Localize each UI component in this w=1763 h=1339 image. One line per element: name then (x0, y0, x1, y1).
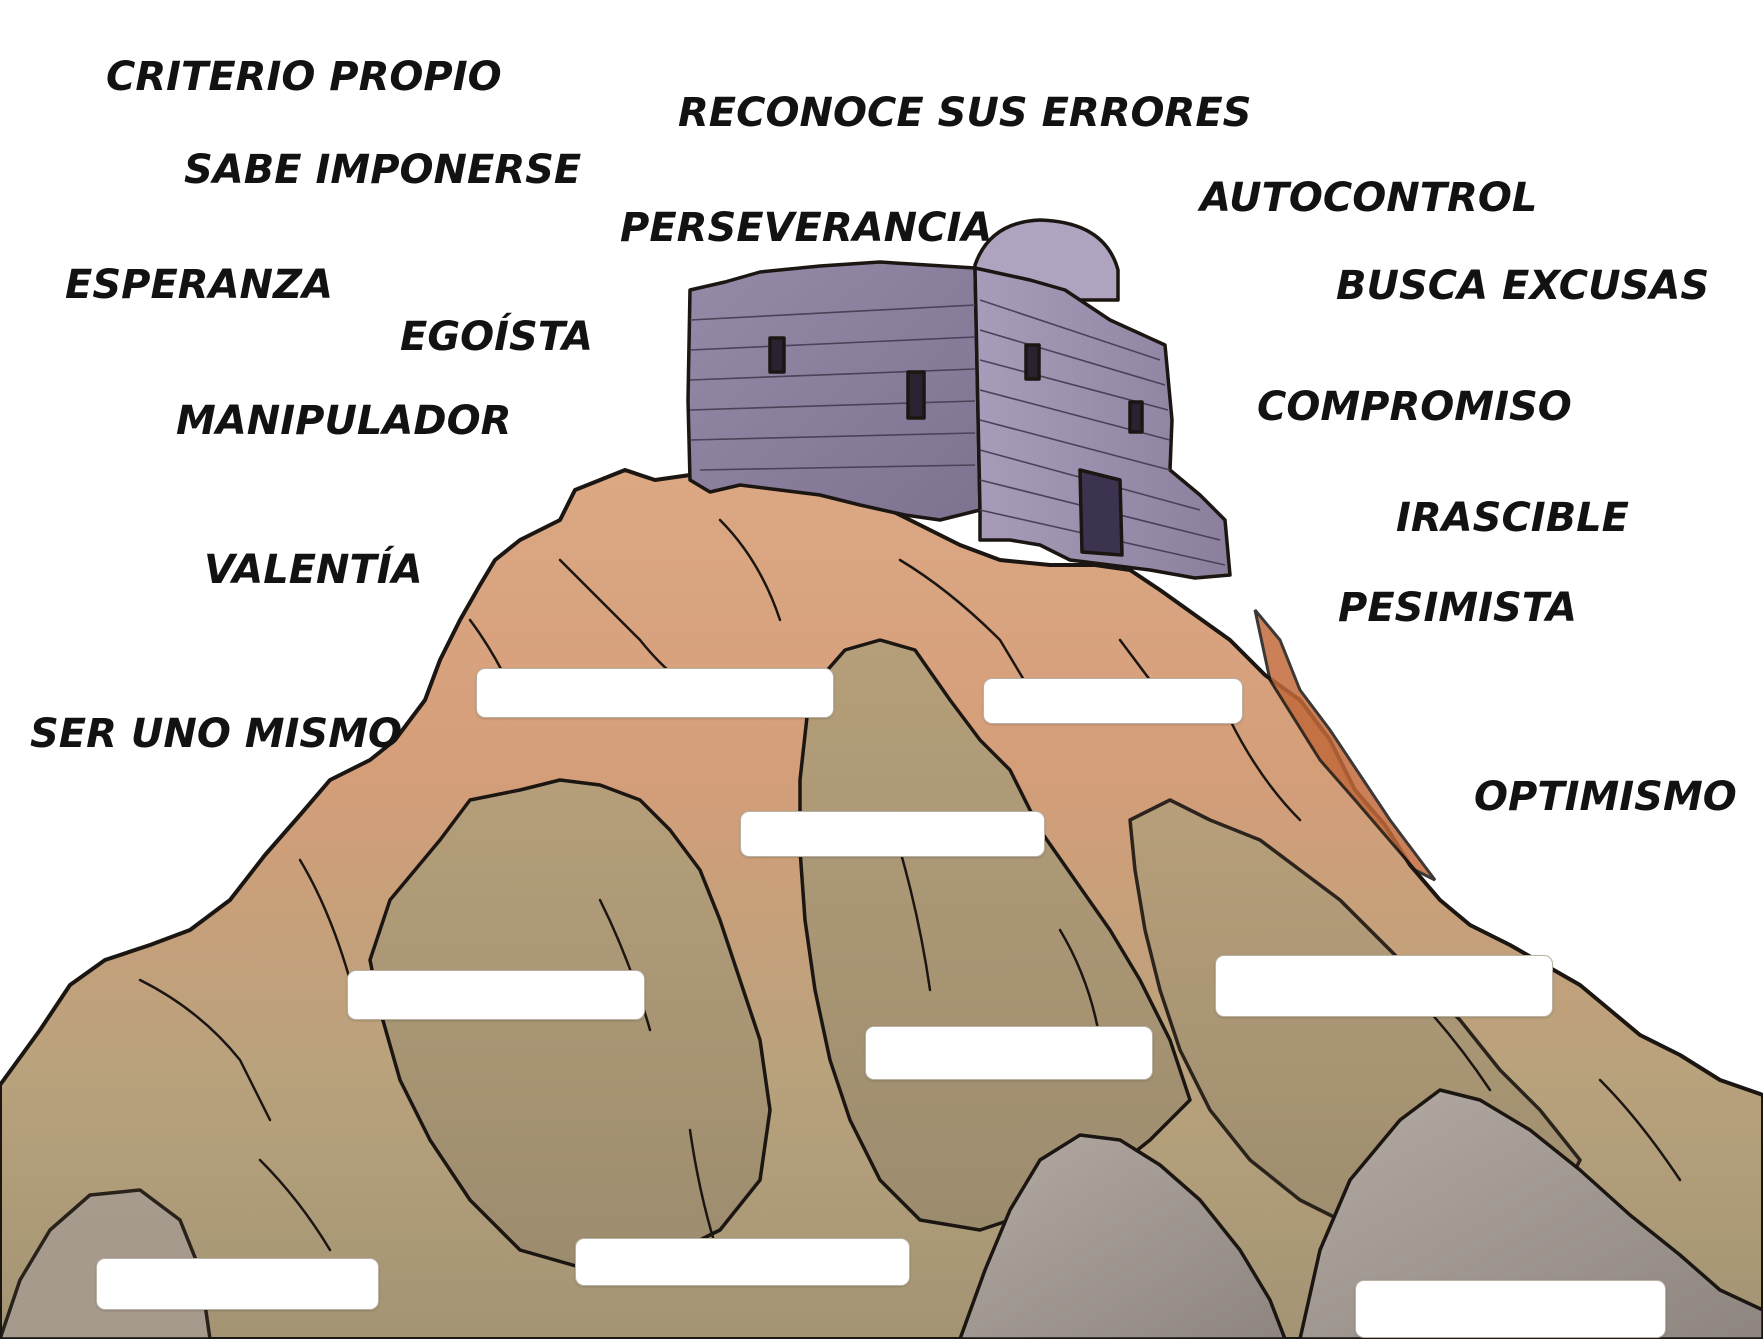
orange-cliff (1253, 609, 1437, 882)
central-ridge (798, 638, 1192, 1232)
answer-box-2[interactable] (983, 678, 1243, 724)
answer-box-5[interactable] (1215, 955, 1553, 1017)
castle-front-wall (686, 260, 982, 522)
word-criterio-propio[interactable]: CRITERIO PROPIO (106, 54, 502, 100)
word-manipulador[interactable]: MANIPULADOR (176, 398, 512, 444)
castle (686, 218, 1232, 580)
castle-window (768, 336, 786, 374)
word-egoista[interactable]: EGOÍSTA (400, 314, 593, 360)
rock-crack-lines (138, 518, 1682, 1262)
answer-box-3[interactable] (740, 811, 1045, 857)
word-perseverancia[interactable]: PERSEVERANCIA (620, 205, 993, 251)
grey-rock-bottom-center (958, 1133, 1287, 1339)
word-busca-excusas[interactable]: BUSCA EXCUSAS (1336, 263, 1710, 309)
castle-window (1128, 400, 1144, 434)
answer-box-1[interactable] (476, 668, 834, 718)
word-sabe-imponerse[interactable]: SABE IMPONERSE (184, 147, 582, 193)
answer-box-8[interactable] (96, 1258, 379, 1310)
word-valentia[interactable]: VALENTÍA (204, 547, 423, 593)
word-optimismo[interactable]: OPTIMISMO (1474, 774, 1737, 820)
answer-box-6[interactable] (865, 1026, 1153, 1080)
word-compromiso[interactable]: COMPROMISO (1257, 384, 1572, 430)
word-pesimista[interactable]: PESIMISTA (1338, 585, 1577, 631)
answer-box-7[interactable] (575, 1238, 910, 1286)
word-irascible[interactable]: IRASCIBLE (1396, 495, 1629, 541)
word-reconoce-sus-errores[interactable]: RECONOCE SUS ERRORES (678, 90, 1252, 136)
word-esperanza[interactable]: ESPERANZA (65, 262, 333, 308)
answer-box-4[interactable] (347, 970, 645, 1020)
left-ridge (368, 778, 772, 1272)
word-autocontrol[interactable]: AUTOCONTROL (1200, 175, 1538, 221)
word-ser-uno-mismo[interactable]: SER UNO MISMO (30, 711, 403, 757)
castle-window (906, 370, 926, 420)
castle-window (1024, 343, 1041, 381)
castle-door (1078, 468, 1124, 557)
grey-rock-bottom-right (1298, 1088, 1763, 1339)
answer-box-9[interactable] (1355, 1280, 1666, 1338)
